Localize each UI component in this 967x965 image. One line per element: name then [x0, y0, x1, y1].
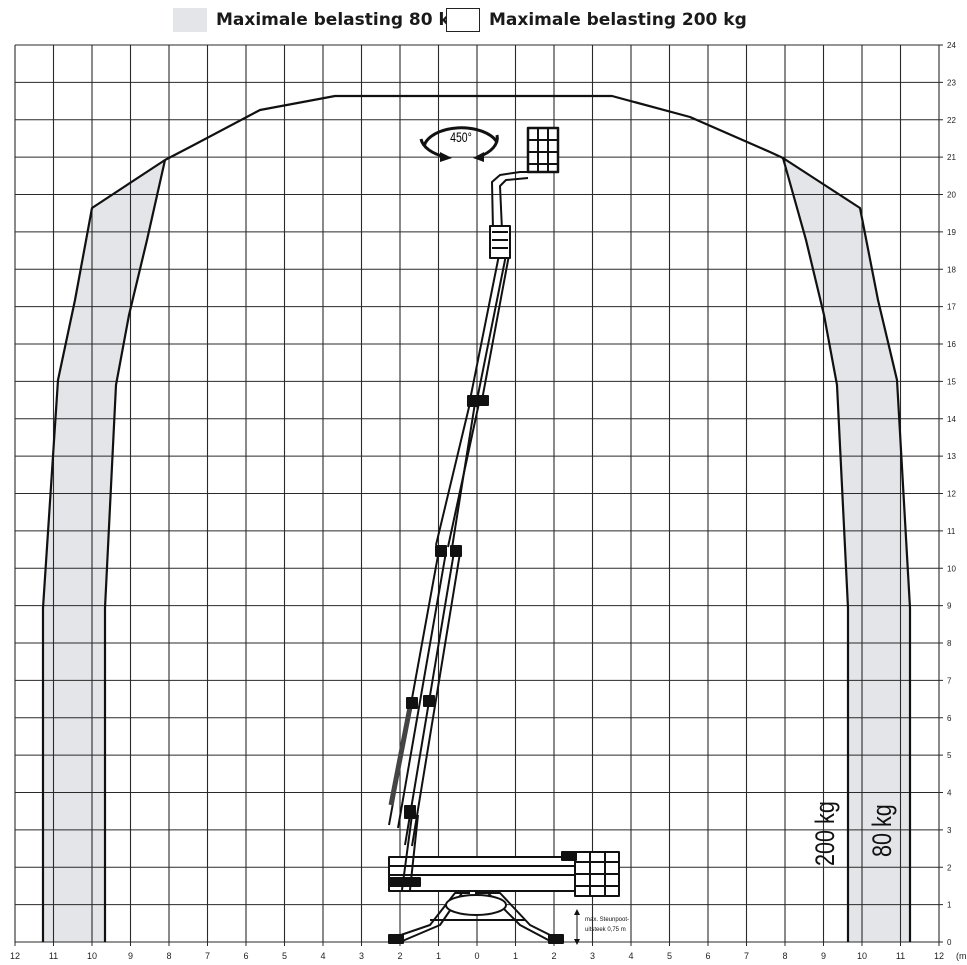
y-tick-label: 7: [947, 676, 952, 685]
x-tick-label: 3: [590, 951, 595, 961]
legend-item-200kg: Maximale belasting 200 kg: [446, 6, 747, 34]
x-tick-label: 7: [744, 951, 749, 961]
envelope-200kg-left: [103, 159, 167, 942]
x-tick-label: 6: [705, 951, 710, 961]
y-tick-label: 23: [947, 78, 956, 87]
x-tick-label: 12: [934, 951, 944, 961]
outriggers: [388, 892, 564, 944]
legend-item-80kg: Maximale belasting 80 kg: [173, 6, 462, 34]
legend-swatch-80kg: [173, 8, 207, 32]
x-tick-label: 5: [282, 951, 287, 961]
y-tick-label: 2: [947, 863, 952, 872]
x-tick-label: 3: [359, 951, 364, 961]
x-tick-label: 1: [513, 951, 518, 961]
note-line-1: max. Steunpoot-: [585, 917, 629, 923]
x-tick-label: 1: [436, 951, 441, 961]
x-tick-label: 4: [320, 951, 325, 961]
y-tick-label: 22: [947, 116, 956, 125]
x-tick-label: 8: [782, 951, 787, 961]
y-tick-label: 24: [947, 41, 956, 50]
y-tick-label: 6: [947, 714, 952, 723]
y-tick-label: 9: [947, 602, 952, 611]
envelope-80kg-outline: [41, 94, 912, 942]
y-tick-label: 20: [947, 191, 956, 200]
x-tick-label: 8: [166, 951, 171, 961]
y-tick-label: 21: [947, 153, 956, 162]
rotation-label: 450°: [450, 130, 472, 146]
legend: Maximale belasting 80 kg Maximale belast…: [0, 4, 967, 36]
y-tick-label: 8: [947, 639, 952, 648]
zone-label-200kg: 200 kg: [811, 801, 841, 866]
envelope-200kg-right: [781, 157, 850, 942]
x-tick-label: 6: [243, 951, 248, 961]
note-line-2: uitsteek 0,75 m: [585, 927, 626, 933]
y-tick-label: 17: [947, 303, 956, 312]
jib-and-basket: [489, 126, 560, 259]
x-tick-label: 4: [628, 951, 633, 961]
y-tick-label: 1: [947, 901, 952, 910]
x-tick-label: 9: [128, 951, 133, 961]
boom: [388, 254, 510, 847]
x-tick-label: 10: [87, 951, 97, 961]
x-tick-label: 9: [821, 951, 826, 961]
y-tick-label: 4: [947, 789, 952, 798]
x-unit-label: (m: [956, 951, 967, 961]
y-tick-label: 11: [947, 527, 956, 536]
zone-label-80kg: 80 kg: [868, 804, 898, 857]
x-tick-label: 2: [397, 951, 402, 961]
zone-80kg-right: [783, 158, 910, 942]
y-tick-label: 5: [947, 751, 952, 760]
y-tick-label: 16: [947, 340, 956, 349]
y-tick-label: 10: [947, 564, 956, 573]
rotation-arc-top: [422, 126, 499, 147]
y-tick-label: 15: [947, 377, 956, 386]
x-tick-label: 5: [667, 951, 672, 961]
rotation-arrow-icon: [440, 152, 452, 162]
working-envelope: [41, 94, 912, 942]
x-tick-label: 10: [857, 951, 867, 961]
x-tick-label: 2: [551, 951, 556, 961]
y-tick-label: 0: [947, 938, 952, 947]
x-tick-label: 11: [49, 951, 58, 961]
legend-label-80kg: Maximale belasting 80 kg: [216, 10, 462, 30]
legend-label-200kg: Maximale belasting 200 kg: [489, 10, 747, 30]
boom-lift-drawing: max. Steunpoot- uitsteek 0,75 m: [388, 126, 629, 945]
outrigger-note: max. Steunpoot- uitsteek 0,75 m: [574, 909, 629, 945]
x-tick-label: 7: [205, 951, 210, 961]
x-tick-label: 11: [896, 951, 905, 961]
y-tick-label: 14: [947, 415, 956, 424]
y-tick-label: 12: [947, 490, 956, 499]
legend-swatch-200kg: [446, 8, 480, 32]
rotation-arrow-icon: [473, 152, 484, 162]
rotation-indicator: 450°: [419, 126, 499, 162]
y-tick-label: 18: [947, 265, 956, 274]
zone-80kg-left: [43, 160, 165, 942]
chassis: [388, 805, 620, 897]
load-zones: [43, 158, 910, 942]
y-tick-label: 13: [947, 452, 956, 461]
x-tick-label: 12: [10, 951, 20, 961]
x-tick-label: 0: [474, 951, 479, 961]
y-tick-label: 3: [947, 826, 952, 835]
y-tick-label: 19: [947, 228, 956, 237]
